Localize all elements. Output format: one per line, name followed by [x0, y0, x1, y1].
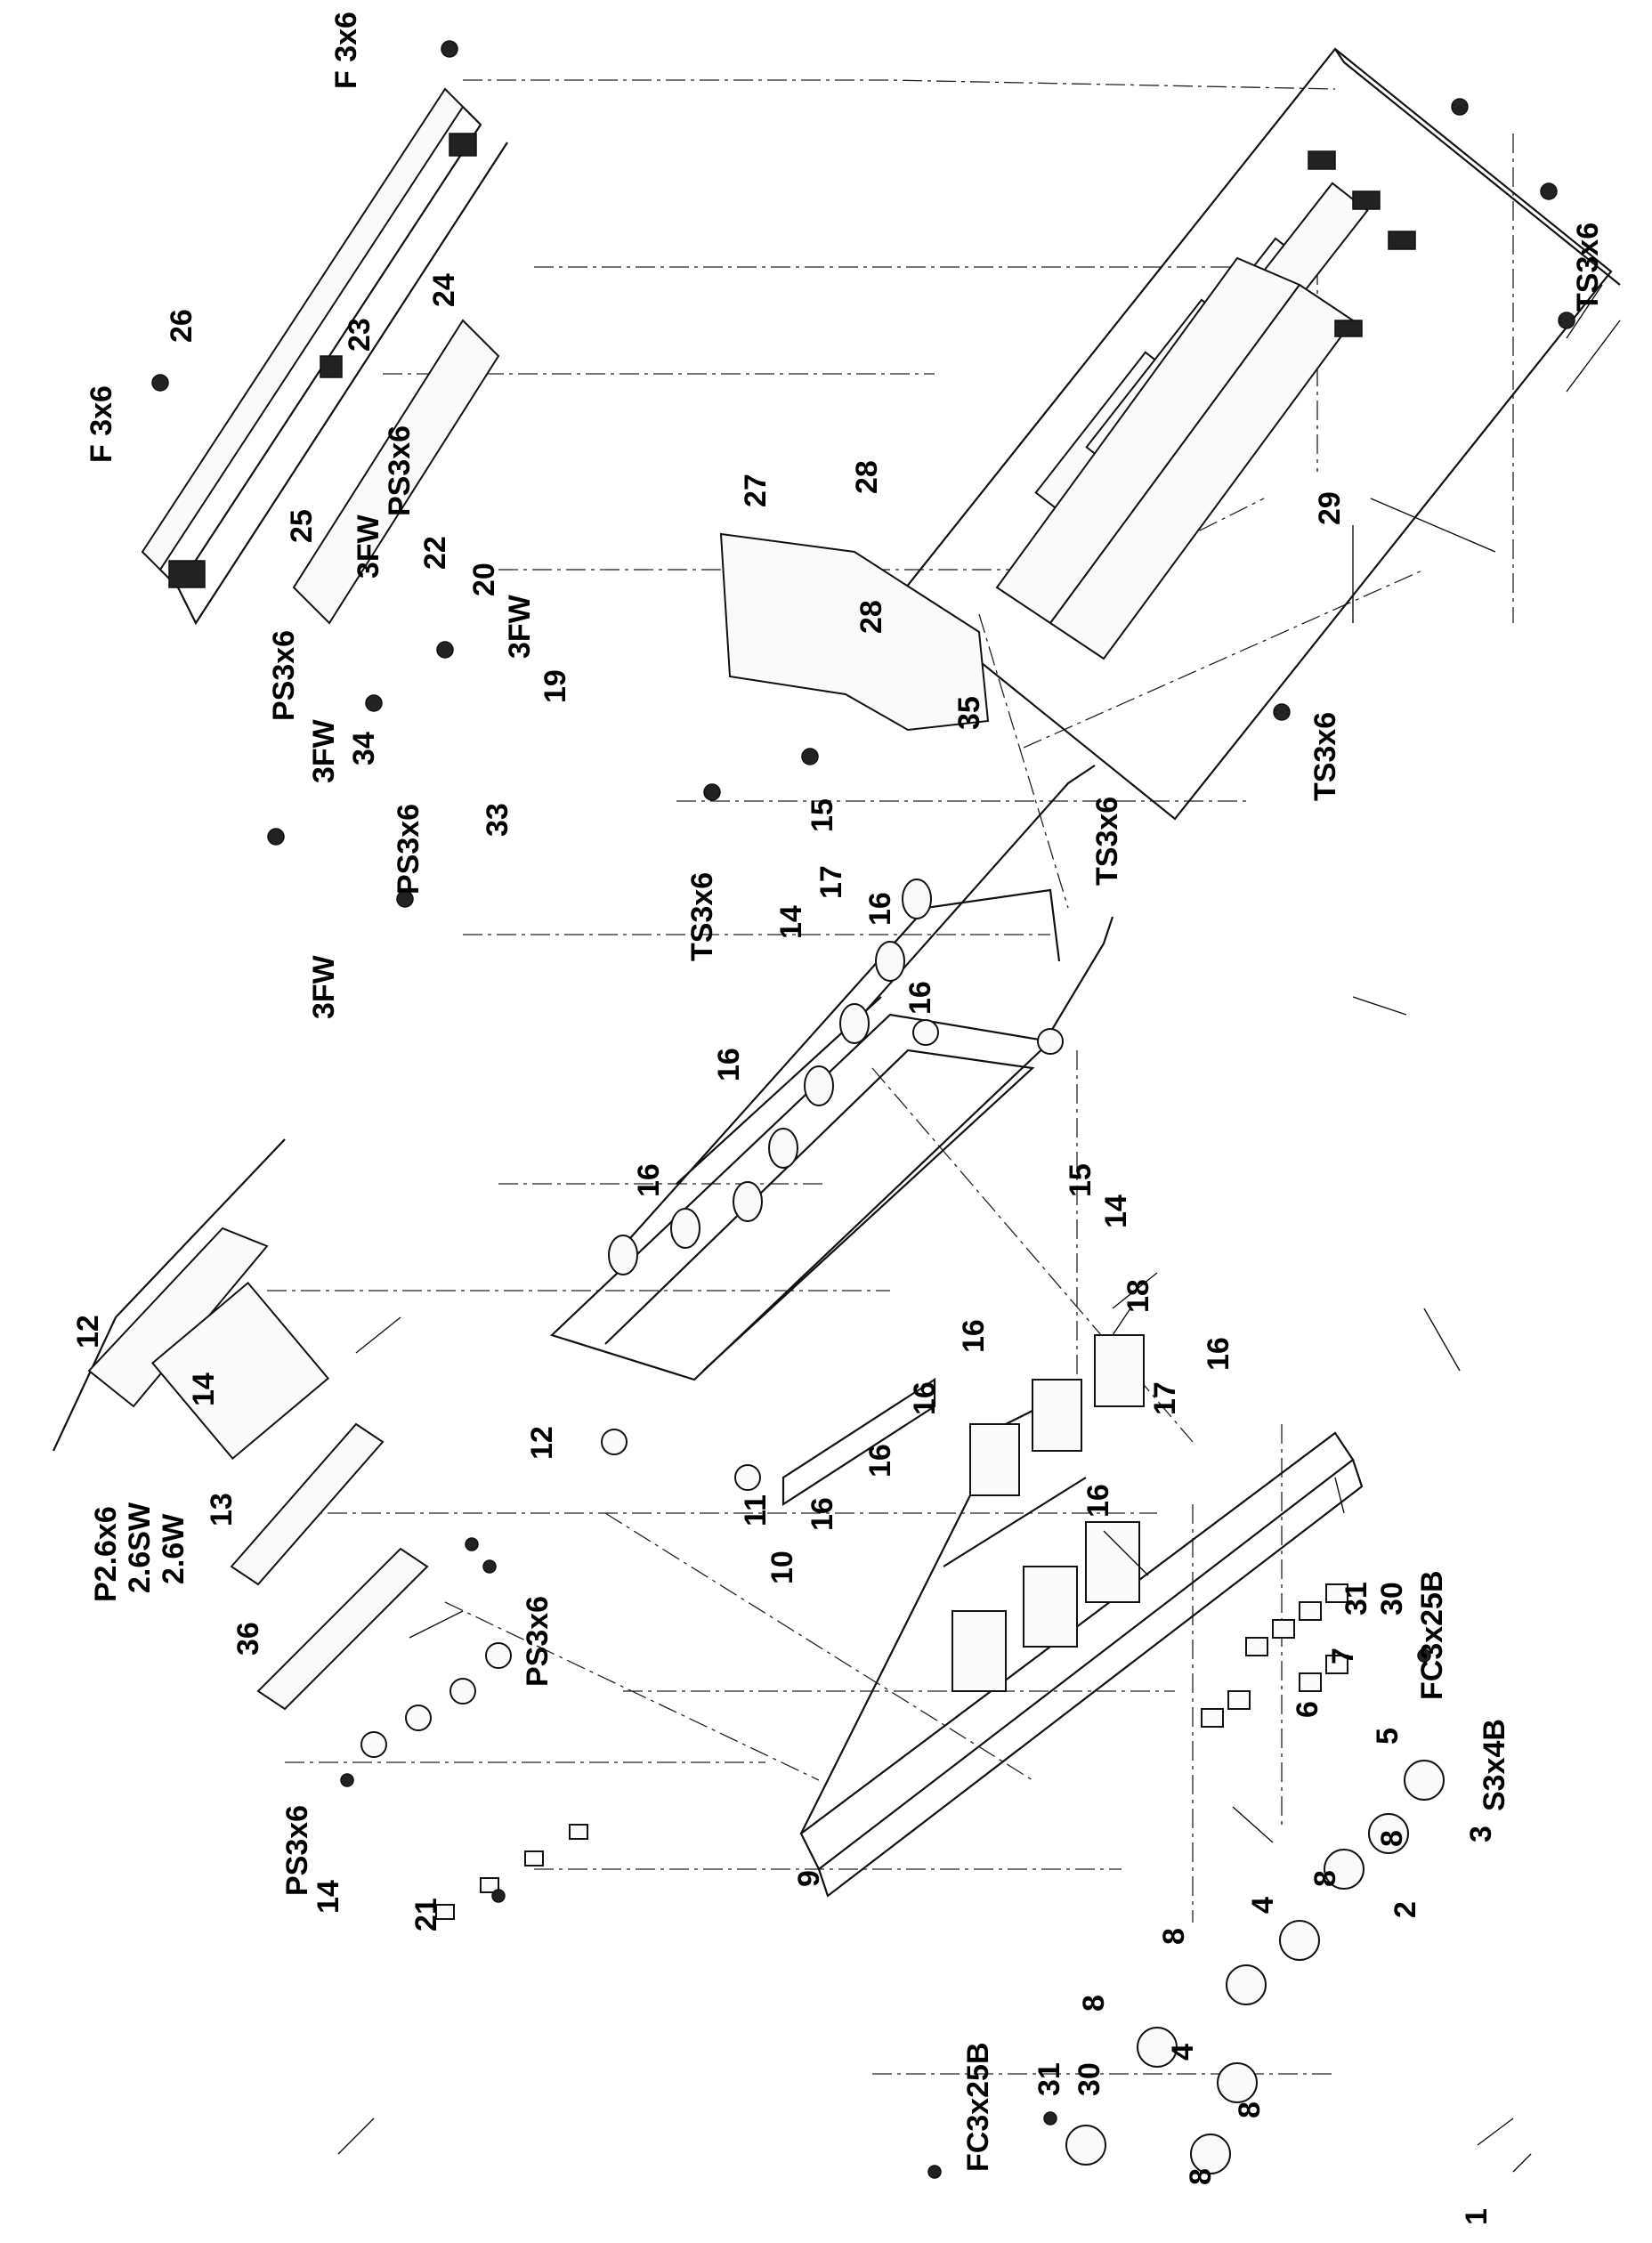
label-14b: 14 — [312, 1880, 345, 1914]
label-28b: 28 — [854, 600, 888, 634]
label-3fw-b: 3FW — [307, 718, 341, 783]
label-16d: 16 — [957, 1319, 991, 1353]
label-fc3x25b-right: FC3x25B — [1415, 1570, 1449, 1700]
sub-board — [719, 532, 990, 732]
label-ts3x6-right: TS3x6 — [1308, 712, 1342, 801]
label-16h: 16 — [1202, 1337, 1235, 1371]
label-8f: 8 — [1157, 1928, 1191, 1945]
label-1: 1 — [1460, 2208, 1494, 2225]
label-11: 11 — [739, 1494, 773, 1526]
label-ts3x6-right-top: TS3x6 — [1571, 223, 1605, 312]
label-p2-6x6: P2.6x6 — [89, 1506, 123, 1602]
label-34: 34 — [347, 732, 381, 765]
label-16f: 16 — [863, 1444, 897, 1478]
label-8a: 8 — [1184, 2168, 1218, 2185]
label-17a: 17 — [814, 865, 848, 899]
small-switches — [1201, 1583, 1348, 1728]
label-20: 20 — [467, 563, 501, 596]
label-15b: 15 — [1064, 1163, 1097, 1197]
label-ts3x6-left: TS3x6 — [685, 872, 719, 961]
label-5: 5 — [1371, 1728, 1405, 1745]
label-ts3x6-middle: TS3x6 — [1090, 797, 1124, 886]
label-16e: 16 — [908, 1381, 942, 1415]
left-assembly — [53, 1138, 588, 1920]
label-s3x4b: S3x4B — [1478, 1719, 1511, 1811]
label-16g: 16 — [806, 1497, 839, 1531]
label-10: 10 — [765, 1551, 799, 1584]
label-27: 27 — [739, 474, 773, 507]
screws — [151, 40, 1575, 2179]
label-16i: 16 — [1081, 1484, 1115, 1518]
leader-lines — [337, 284, 1621, 2173]
meter-panel — [781, 1377, 936, 1507]
label-31a: 31 — [1340, 1582, 1373, 1615]
label-ps3x6-c: PS3x6 — [392, 804, 425, 895]
label-8b: 8 — [1077, 1995, 1111, 2012]
label-8e: 8 — [1375, 1830, 1409, 1847]
label-16c: 16 — [632, 1163, 666, 1197]
label-3: 3 — [1464, 1826, 1498, 1842]
label-7: 7 — [1326, 1648, 1360, 1664]
label-3fw-d: 3FW — [307, 954, 341, 1019]
label-26: 26 — [165, 309, 198, 343]
label-f-3x6-left: F 3x6 — [85, 385, 118, 463]
label-21: 21 — [409, 1898, 443, 1931]
label-12b: 12 — [525, 1426, 559, 1460]
label-fc3x25b-left: FC3x25B — [961, 2042, 995, 2172]
label-3fw-c: 3FW — [503, 594, 537, 659]
label-30b: 30 — [1073, 2062, 1106, 2096]
label-16b: 16 — [712, 1048, 746, 1081]
label-14a: 14 — [187, 1373, 221, 1406]
label-2-6w: 2.6W — [157, 1513, 190, 1584]
label-15a: 15 — [806, 798, 839, 832]
label-14c: 14 — [774, 905, 808, 939]
label-3fw-a: 3FW — [352, 514, 385, 579]
label-23: 23 — [343, 318, 377, 352]
label-24: 24 — [427, 273, 461, 307]
label-33: 33 — [481, 803, 514, 837]
label-31b: 31 — [1032, 2062, 1066, 2096]
knobs — [1065, 1760, 1445, 2174]
label-8c: 8 — [1233, 2101, 1267, 2118]
label-ps3x6-e: PS3x6 — [280, 1805, 314, 1896]
main-board-tray — [897, 47, 1621, 821]
label-36: 36 — [231, 1622, 265, 1656]
label-ps3x6-a: PS3x6 — [383, 425, 417, 516]
label-29: 29 — [1313, 491, 1347, 525]
label-4b: 4 — [1246, 1897, 1280, 1914]
label-35: 35 — [952, 696, 986, 730]
label-9: 9 — [792, 1870, 826, 1887]
label-19: 19 — [539, 669, 572, 703]
label-30a: 30 — [1375, 1582, 1409, 1615]
label-ps3x6-d: PS3x6 — [521, 1596, 555, 1687]
label-16j: 16 — [903, 981, 937, 1015]
label-12a: 12 — [71, 1315, 105, 1348]
label-13: 13 — [205, 1493, 239, 1526]
label-ps3x6-b: PS3x6 — [267, 630, 301, 721]
label-2-6sw: 2.6SW — [123, 1502, 157, 1593]
label-16a: 16 — [863, 892, 897, 926]
label-2: 2 — [1389, 1901, 1422, 1918]
label-6: 6 — [1291, 1701, 1324, 1718]
potentiometers — [608, 879, 932, 1275]
label-22: 22 — [418, 536, 452, 570]
part-labels: 1 2 3 4 4 5 6 7 8 8 8 8 8 8 9 10 11 12 1… — [71, 12, 1605, 2225]
label-14d: 14 — [1099, 1194, 1133, 1228]
rear-rail — [141, 87, 508, 626]
front-panel — [799, 1334, 1364, 1898]
label-f-3x6-top: F 3x6 — [329, 12, 363, 89]
label-18: 18 — [1122, 1279, 1155, 1313]
label-28a: 28 — [850, 460, 884, 494]
label-8d: 8 — [1308, 1870, 1342, 1887]
label-17b: 17 — [1148, 1381, 1182, 1415]
label-4a: 4 — [1166, 2044, 1200, 2061]
label-25: 25 — [285, 509, 319, 543]
